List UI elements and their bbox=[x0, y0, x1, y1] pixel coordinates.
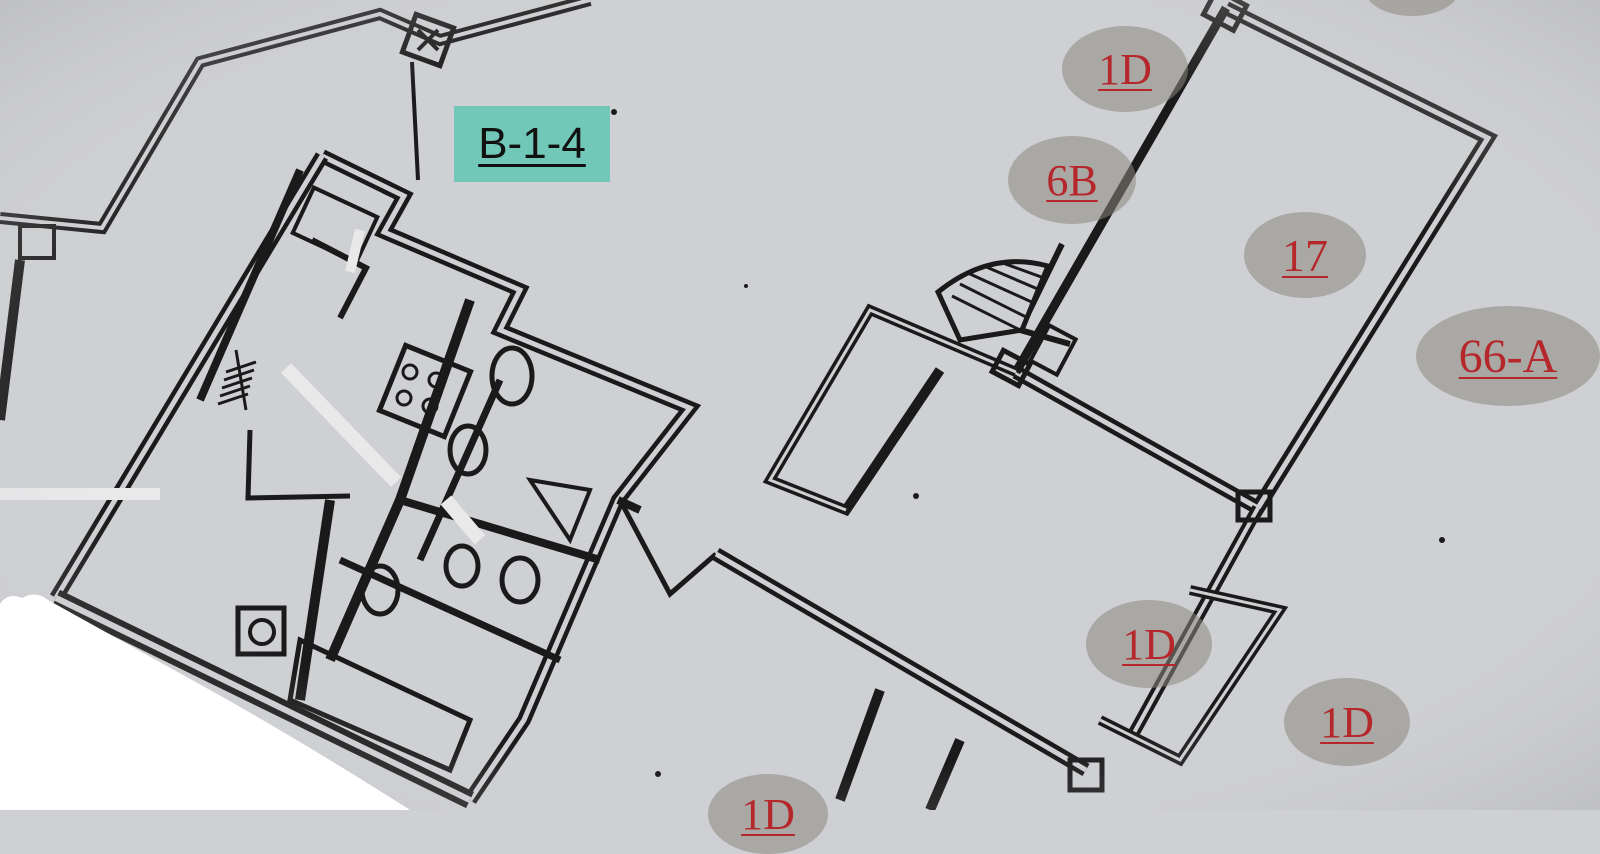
tag-6b[interactable]: 6B bbox=[1008, 136, 1136, 224]
tag-top-right-partial bbox=[1364, 0, 1460, 16]
tag-66-a[interactable]: 66-A bbox=[1416, 306, 1600, 406]
tag-1d-top[interactable]: 1D bbox=[1062, 26, 1188, 112]
plan-label-b-1-4: B-1-4 bbox=[454, 106, 610, 182]
tag-1d-mid[interactable]: 1D bbox=[1086, 600, 1212, 688]
tag-1d-cut[interactable]: 1D bbox=[708, 774, 828, 854]
floor-plan-drawing bbox=[0, 0, 1600, 810]
tag-1d-bottom[interactable]: 1D bbox=[1284, 678, 1410, 766]
tag-17[interactable]: 17 bbox=[1244, 212, 1366, 298]
